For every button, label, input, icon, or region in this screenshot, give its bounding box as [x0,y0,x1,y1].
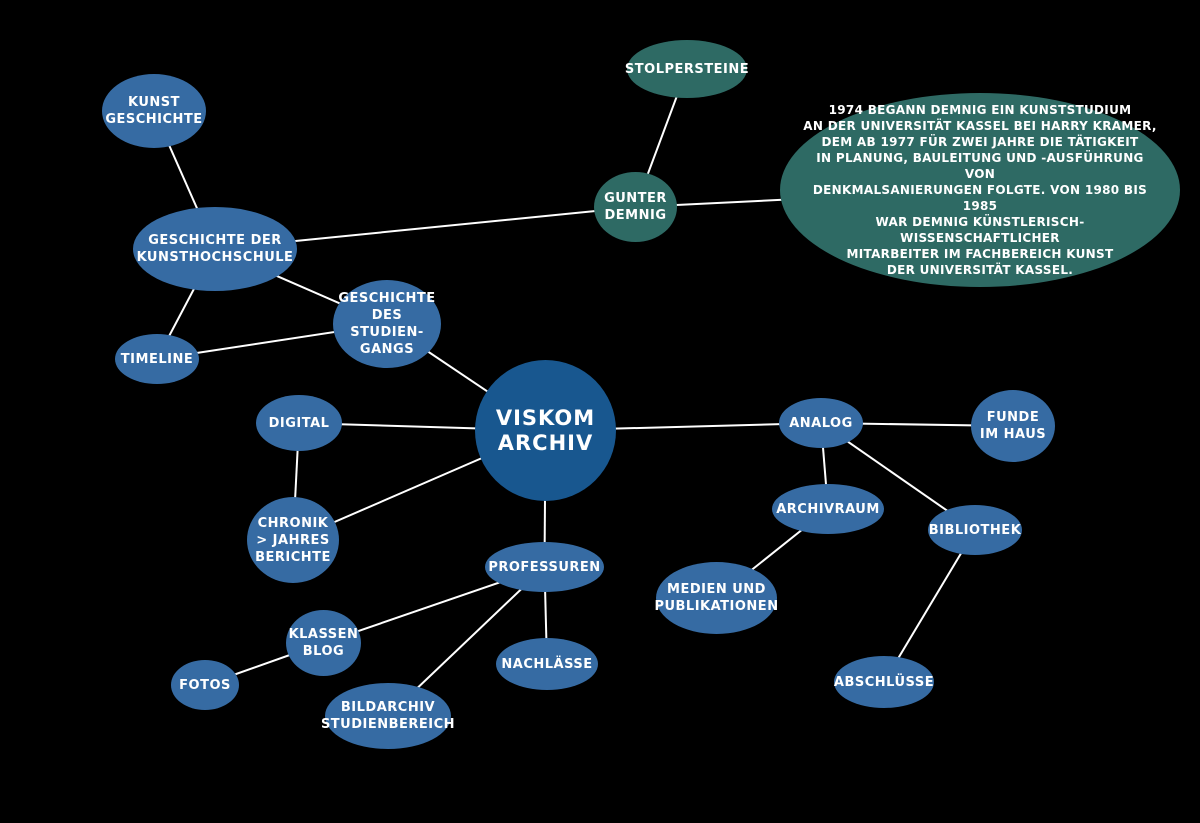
node-viskom-archiv[interactable]: VISKOM ARCHIV [475,360,616,501]
node-stolpersteine[interactable]: STOLPERSTEINE [625,40,749,98]
node-gunter-demnig[interactable]: GUNTER DEMNIG [594,172,677,242]
node-chronik[interactable]: CHRONIK > JAHRES BERICHTE [247,497,339,583]
node-demnig-info: 1974 BEGANN DEMNIG EIN KUNSTSTUDIUM AN D… [780,93,1180,287]
node-analog[interactable]: ANALOG [779,398,863,448]
node-medien-publikationen[interactable]: MEDIEN UND PUBLIKATIONEN [654,562,778,634]
node-digital[interactable]: DIGITAL [256,395,342,451]
node-professuren[interactable]: PROFESSUREN [485,542,604,592]
node-kunst-geschichte[interactable]: KUNST GESCHICHTE [102,74,206,148]
node-funde-im-haus[interactable]: FUNDE IM HAUS [971,390,1055,462]
node-bildarchiv[interactable]: BILDARCHIV STUDIENBEREICH [321,683,455,749]
node-klassen-blog[interactable]: KLASSEN BLOG [286,610,361,676]
node-archivraum[interactable]: ARCHIVRAUM [772,484,884,534]
node-geschichte-studiengang[interactable]: GESCHICHTE DES STUDIEN- GANGS [333,280,441,368]
node-timeline[interactable]: TIMELINE [115,334,199,384]
node-abschluesse[interactable]: ABSCHLÜSSE [834,656,934,708]
node-fotos[interactable]: FOTOS [171,660,239,710]
node-nachlaesse[interactable]: NACHLÄSSE [496,638,598,690]
node-geschichte-kunsthochschule[interactable]: GESCHICHTE DER KUNSTHOCHSCHULE [133,207,297,291]
node-bibliothek[interactable]: BIBLIOTHEK [928,505,1022,555]
